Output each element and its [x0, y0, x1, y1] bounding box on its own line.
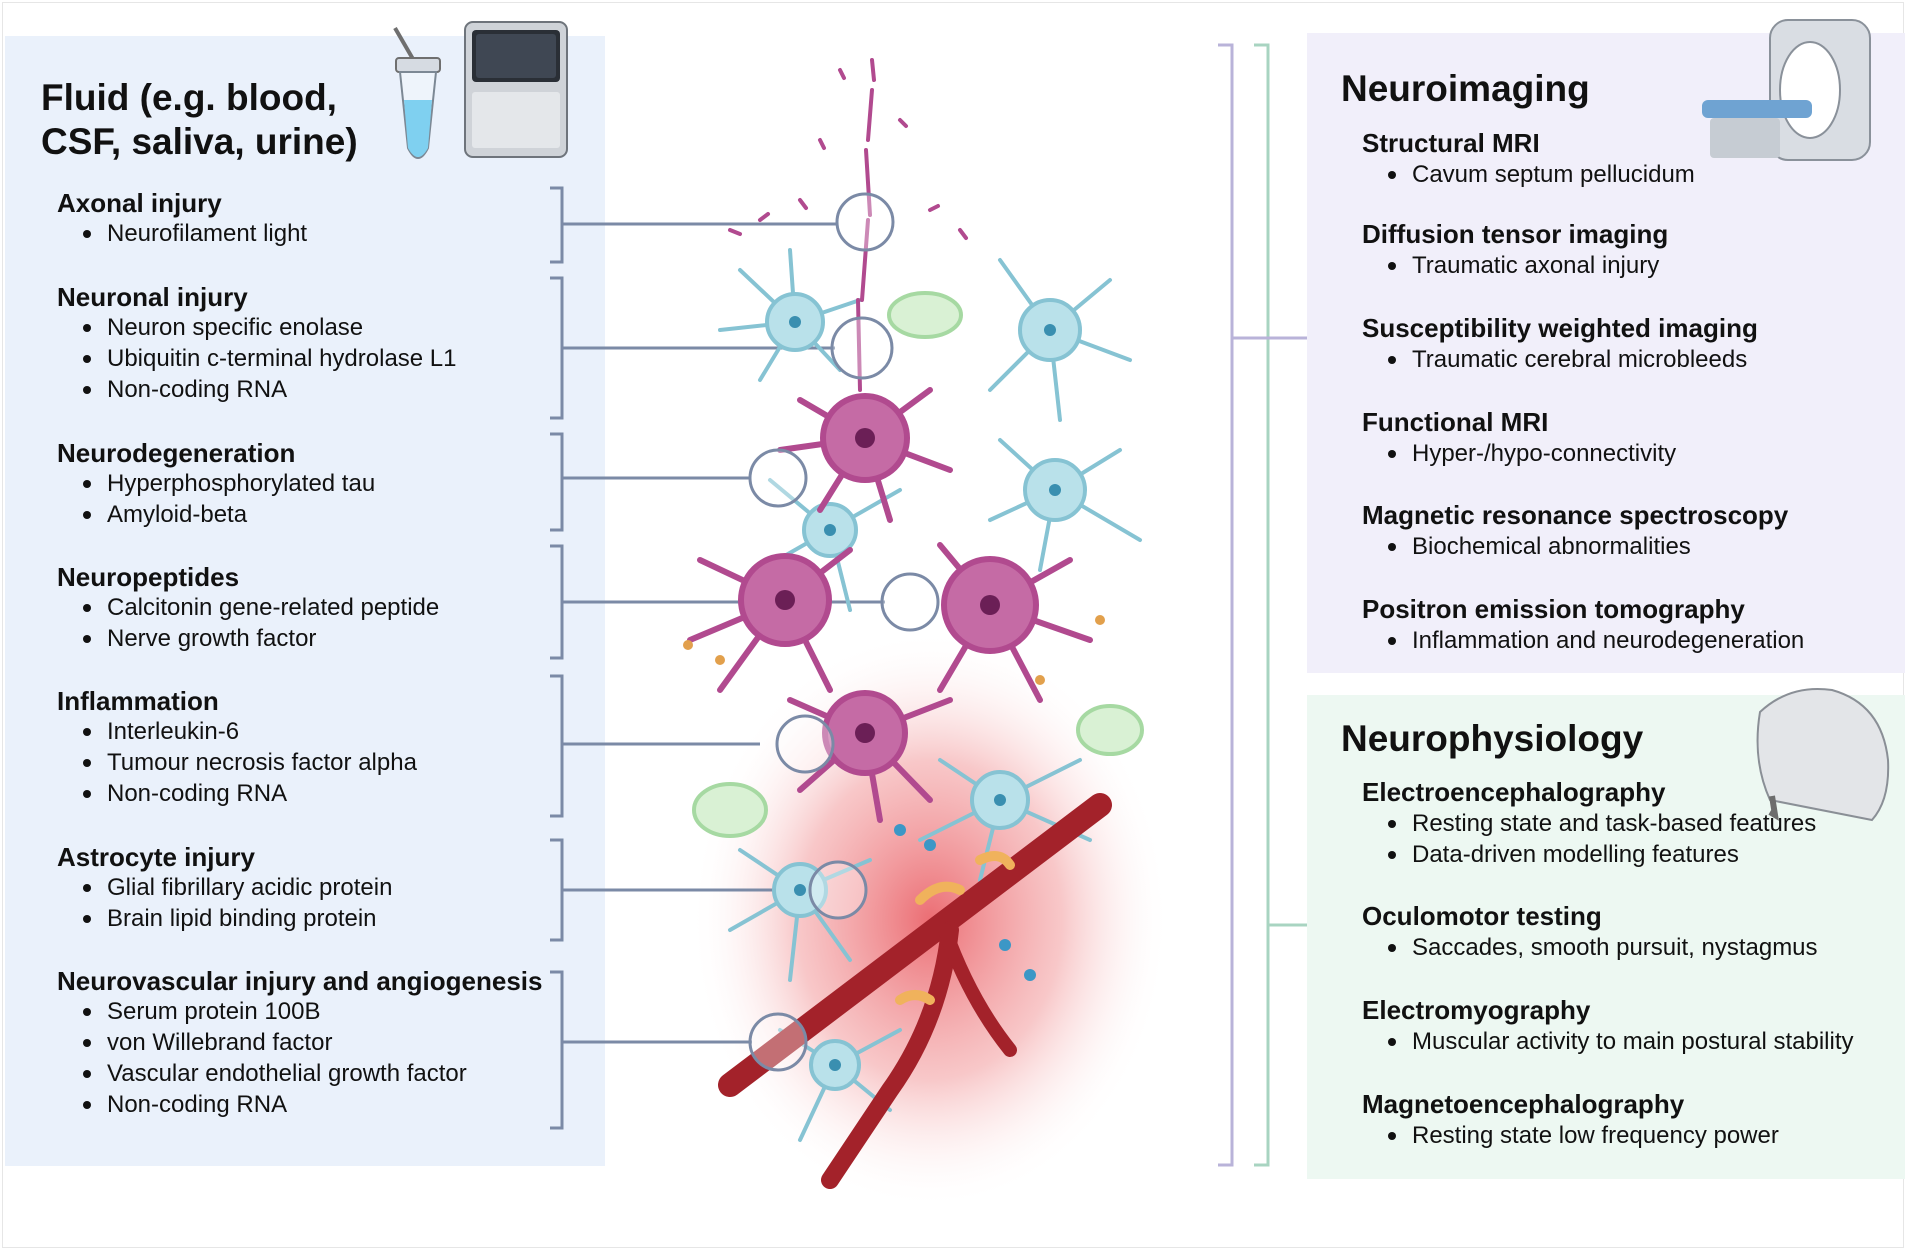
modality-heading: Magnetoencephalography [1362, 1089, 1685, 1119]
category-astrocyte-injury: Astrocyte injury Glial fibrillary acidic… [57, 842, 602, 934]
modality-heading: Susceptibility weighted imaging [1362, 313, 1758, 343]
modality-heading: Functional MRI [1362, 407, 1549, 437]
physio-oculomotor: Oculomotor testing Saccades, smooth purs… [1362, 901, 1902, 963]
biomarker-item: Ubiquitin c-terminal hydrolase L1 [57, 343, 602, 374]
mri-scanner-icon [1702, 19, 1871, 161]
magnifier-circles [748, 192, 940, 1072]
imaging-pet: Positron emission tomography Inflammatio… [1362, 594, 1902, 656]
category-neuronal-injury: Neuronal injury Neuron specific enolase … [57, 282, 602, 405]
astrocyte [988, 438, 1142, 572]
modality-detail: Data-driven modelling features [1362, 839, 1902, 870]
imaging-functional-mri: Functional MRI Hyper-/hypo-connectivity [1362, 407, 1902, 469]
modality-detail: Hyper-/hypo-connectivity [1362, 438, 1902, 469]
astrocyte [718, 248, 862, 382]
microglia [692, 782, 768, 838]
biomarker-item: Non-coding RNA [57, 1089, 602, 1120]
category-inflammation: Inflammation Interleukin-6 Tumour necros… [57, 686, 602, 809]
modality-detail: Biochemical abnormalities [1362, 531, 1902, 562]
imaging-susceptibility-weighted: Susceptibility weighted imaging Traumati… [1362, 313, 1902, 375]
fluid-panel: Fluid (e.g. blood, CSF, saliva, urine) A… [5, 36, 605, 1166]
imaging-diffusion-tensor: Diffusion tensor imaging Traumatic axona… [1362, 219, 1902, 281]
blood-vessel [938, 923, 1017, 1057]
category-heading: Neurovascular injury and angiogenesis [57, 966, 543, 996]
imaging-mr-spectroscopy: Magnetic resonance spectroscopy Biochemi… [1362, 500, 1902, 562]
imaging-structural-mri: Structural MRI Cavum septum pellucidum [1362, 128, 1902, 190]
category-heading: Inflammation [57, 686, 219, 716]
blood-vessel [718, 793, 1112, 1097]
astrocyte-cells [718, 248, 1142, 1142]
analyzer-machine-icon [464, 21, 568, 158]
biomarker-item: Neuron specific enolase [57, 312, 602, 343]
modality-detail: Resting state and task-based features [1362, 808, 1902, 839]
astrocyte [918, 758, 1092, 882]
astrocyte [758, 478, 902, 612]
category-neuropeptides: Neuropeptides Calcitonin gene-related pe… [57, 562, 602, 654]
category-neurovascular-injury: Neurovascular injury and angiogenesis Se… [57, 966, 602, 1120]
modality-heading: Structural MRI [1362, 128, 1540, 158]
category-heading: Axonal injury [57, 188, 222, 218]
astrocyte [988, 258, 1132, 422]
modality-heading: Electromyography [1362, 995, 1591, 1025]
modality-detail: Traumatic axonal injury [1362, 250, 1902, 281]
modality-detail: Inflammation and neurodegeneration [1362, 625, 1902, 656]
modality-detail: Cavum septum pellucidum [1362, 159, 1902, 190]
biomarker-item: Interleukin-6 [57, 716, 602, 747]
biomarker-item: Nerve growth factor [57, 623, 602, 654]
modality-detail: Saccades, smooth pursuit, nystagmus [1362, 932, 1902, 963]
modality-heading: Magnetic resonance spectroscopy [1362, 500, 1789, 530]
biomarker-item: Serum protein 100B [57, 996, 602, 1027]
category-heading: Neurodegeneration [57, 438, 296, 468]
biomarker-item: Brain lipid binding protein [57, 903, 602, 934]
category-axonal-injury: Axonal injury Neurofilament light [57, 188, 602, 249]
category-heading: Neuronal injury [57, 282, 248, 312]
neuron [777, 387, 953, 523]
neurophysiology-title: Neurophysiology [1341, 718, 1644, 759]
biomarker-dots [683, 615, 1105, 981]
axon-fragments [728, 58, 968, 392]
neuron [787, 690, 953, 823]
neuron [687, 547, 853, 693]
modality-heading: Positron emission tomography [1362, 594, 1745, 624]
biomarker-item: Non-coding RNA [57, 374, 602, 405]
modality-detail: Traumatic cerebral microbleeds [1362, 344, 1902, 375]
astrocyte [778, 1028, 902, 1142]
biomarker-item: Tumour necrosis factor alpha [57, 747, 602, 778]
physio-eeg: Electroencephalography Resting state and… [1362, 777, 1902, 870]
modality-detail: Muscular activity to main postural stabi… [1362, 1026, 1902, 1057]
neuroimaging-title: Neuroimaging [1341, 68, 1590, 109]
modality-heading: Diffusion tensor imaging [1362, 219, 1669, 249]
physio-emg: Electromyography Muscular activity to ma… [1362, 995, 1902, 1057]
biomarker-item: Glial fibrillary acidic protein [57, 872, 602, 903]
neuron-cells [687, 58, 1093, 823]
microglia [887, 291, 963, 339]
biomarker-item: Vascular endothelial growth factor [57, 1058, 602, 1089]
biomarker-item: Hyperphosphorylated tau [57, 468, 602, 499]
biomarker-item: Non-coding RNA [57, 778, 602, 809]
modality-heading: Oculomotor testing [1362, 901, 1602, 931]
category-heading: Neuropeptides [57, 562, 240, 592]
modality-heading: Electroencephalography [1362, 777, 1666, 807]
microglia-cells [692, 291, 1144, 838]
blood-vessels [718, 793, 1112, 1189]
category-neurodegeneration: Neurodegeneration Hyperphosphorylated ta… [57, 438, 602, 530]
fluid-title: Fluid (e.g. blood, CSF, saliva, urine) [41, 77, 358, 162]
biomarker-item: von Willebrand factor [57, 1027, 602, 1058]
biomarker-item: Amyloid-beta [57, 499, 602, 530]
category-heading: Astrocyte injury [57, 842, 255, 872]
biomarker-item: Neurofilament light [57, 218, 602, 249]
neuron [937, 542, 1093, 703]
biomarker-item: Calcitonin gene-related peptide [57, 592, 602, 623]
microglia [1076, 704, 1144, 756]
pericytes [895, 851, 1015, 1005]
modality-detail: Resting state low frequency power [1362, 1120, 1902, 1151]
physio-meg: Magnetoencephalography Resting state low… [1362, 1089, 1902, 1151]
test-tube-icon [393, 26, 441, 159]
eeg-cap-icon [1756, 688, 1890, 822]
right-bracket-group [1218, 43, 1307, 1167]
